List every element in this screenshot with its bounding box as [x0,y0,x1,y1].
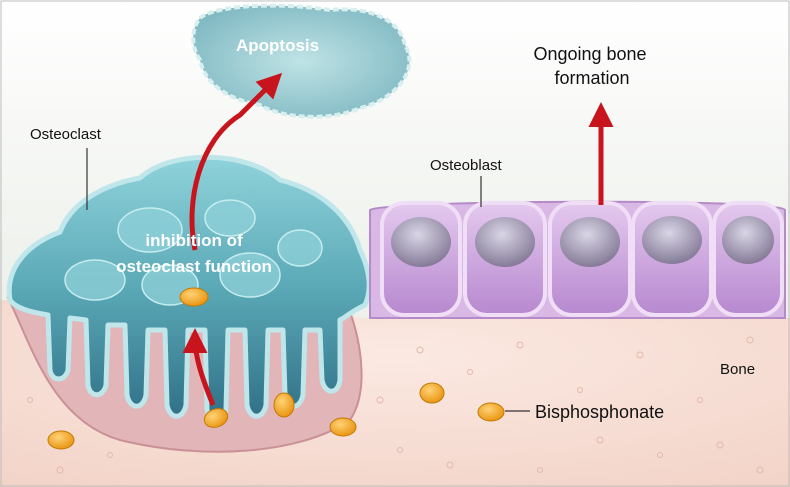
bisphosphonate-pill [419,382,445,404]
inhibition-label-line1: inhibition of [145,231,243,250]
apoptotic-cell [191,3,412,119]
osteoblast-label: Osteoblast [430,157,503,174]
bisphosphonate-pill [203,408,229,428]
bone-texture [27,336,764,474]
bisphosphonate-pill [47,430,75,450]
bisphosphonate-pill [477,402,505,422]
osteoblast-layer [369,200,786,319]
bisphosphonate-pill [179,287,209,307]
ongoing-bone-label-line2: formation [554,68,629,88]
osteoblast-nuclei [391,216,774,267]
bone-label: Bone [720,361,755,378]
bisphosphonate-molecules [47,287,505,450]
apoptosis-arrow [189,72,283,251]
inhibition-label-line2: osteoclast function [116,257,272,276]
bisphosphonate-label: Bisphosphonate [535,402,664,422]
ongoing-bone-label-line1: Ongoing bone [533,44,646,64]
apoptosis-label: Apoptosis [236,36,319,55]
osteoclast-label: Osteoclast [30,126,102,143]
bisphosphonate-pill [329,417,357,437]
inhibition-arrow [182,328,216,406]
bisphosphonate-pill [273,392,295,418]
